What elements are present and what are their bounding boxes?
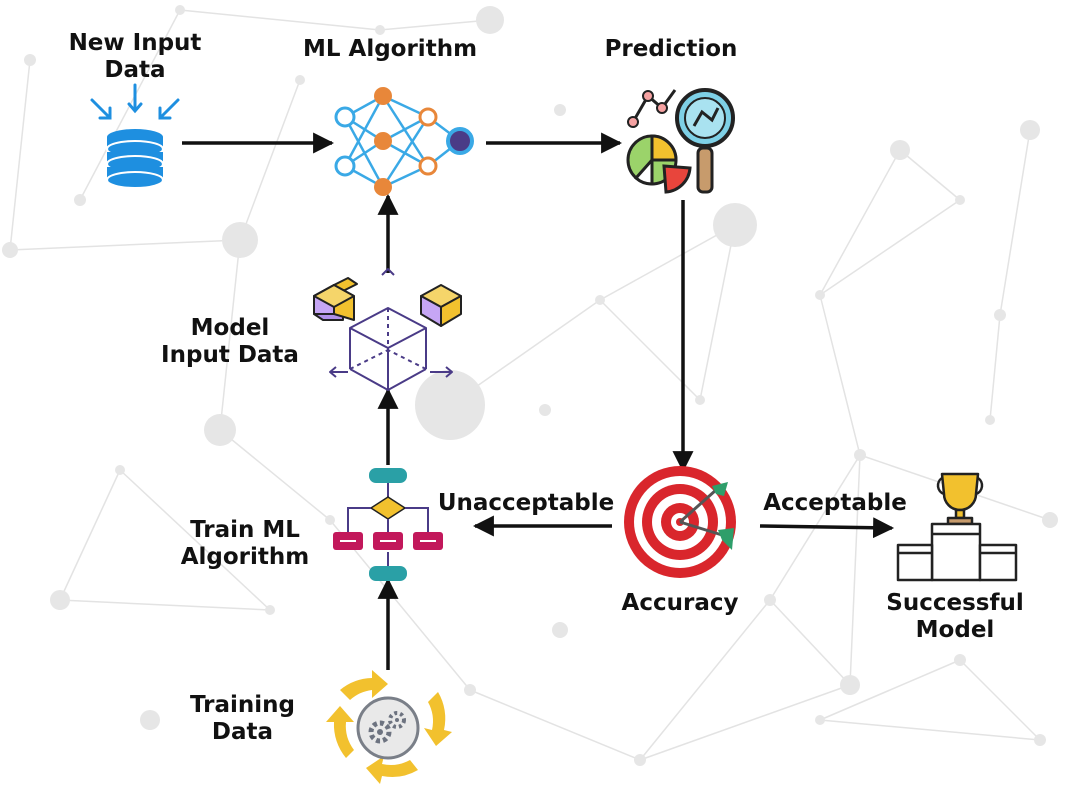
target-icon (624, 466, 736, 578)
network-node (695, 395, 705, 405)
label-line: Model (915, 617, 995, 643)
network-node (50, 590, 70, 610)
label-line: Input Data (161, 342, 299, 368)
network-node (634, 754, 646, 766)
network-node (1020, 120, 1040, 140)
network-node (175, 5, 185, 15)
label-prediction: Prediction (586, 36, 756, 63)
label-accuracy: Accuracy (600, 590, 760, 617)
network-node (815, 715, 825, 725)
network-node (204, 414, 236, 446)
label-line: Data (211, 719, 274, 745)
label-line: Successful (886, 590, 1024, 616)
label-successful-model: Successful Model (870, 590, 1040, 644)
label-line: Prediction (604, 36, 738, 62)
network-node (994, 309, 1006, 321)
network-node (325, 515, 335, 525)
network-node (552, 622, 568, 638)
label-line: Algorithm (180, 544, 310, 570)
network-node (265, 605, 275, 615)
network-node (840, 675, 860, 695)
network-node (140, 710, 160, 730)
network-node (595, 295, 605, 305)
trophy-podium-icon (896, 472, 1018, 582)
flowchart-icon (333, 468, 443, 581)
network-node (1034, 734, 1046, 746)
arrow-accuracy-acceptable (759, 517, 895, 539)
network-node (890, 140, 910, 160)
network-node (476, 6, 504, 34)
network-node (764, 594, 776, 606)
arrows (182, 132, 895, 670)
label-line: New Input (68, 30, 202, 56)
database-icon (90, 83, 180, 189)
network-node (222, 222, 258, 258)
network-node (2, 242, 18, 258)
label-line: Accuracy (621, 590, 739, 616)
network-node (954, 654, 966, 666)
cubes-icon (313, 268, 462, 391)
network-node (539, 404, 551, 416)
label-line: Data (104, 57, 166, 83)
network-node (985, 415, 995, 425)
label-model-input-data: Model Input Data (140, 315, 320, 369)
network-node (854, 449, 866, 461)
edge-label-unacceptable: Unacceptable (437, 490, 615, 516)
network-node (1042, 512, 1058, 528)
neural-network-icon (334, 87, 474, 196)
gear-cycle-icon (326, 670, 452, 784)
network-node (955, 195, 965, 205)
network-node (464, 684, 476, 696)
label-line: Train ML (190, 517, 300, 543)
label-ml-algorithm: ML Algorithm (290, 36, 490, 63)
network-node (415, 370, 485, 440)
network-node (554, 104, 566, 116)
label-training-data: Training Data (160, 692, 325, 746)
network-node (115, 465, 125, 475)
network-node (74, 194, 86, 206)
label-new-input-data: New Input Data (50, 30, 220, 84)
network-node (713, 203, 757, 247)
chart-magnifier-icon (626, 88, 735, 194)
network-node (815, 290, 825, 300)
edge-label-acceptable: Acceptable (763, 490, 907, 516)
label-train-ml-algorithm: Train ML Algorithm (160, 517, 330, 571)
label-line: Training (189, 692, 295, 718)
network-node (375, 25, 385, 35)
network-node (24, 54, 36, 66)
label-line: Model (190, 315, 270, 341)
network-node (295, 75, 305, 85)
label-line: ML Algorithm (302, 36, 478, 62)
